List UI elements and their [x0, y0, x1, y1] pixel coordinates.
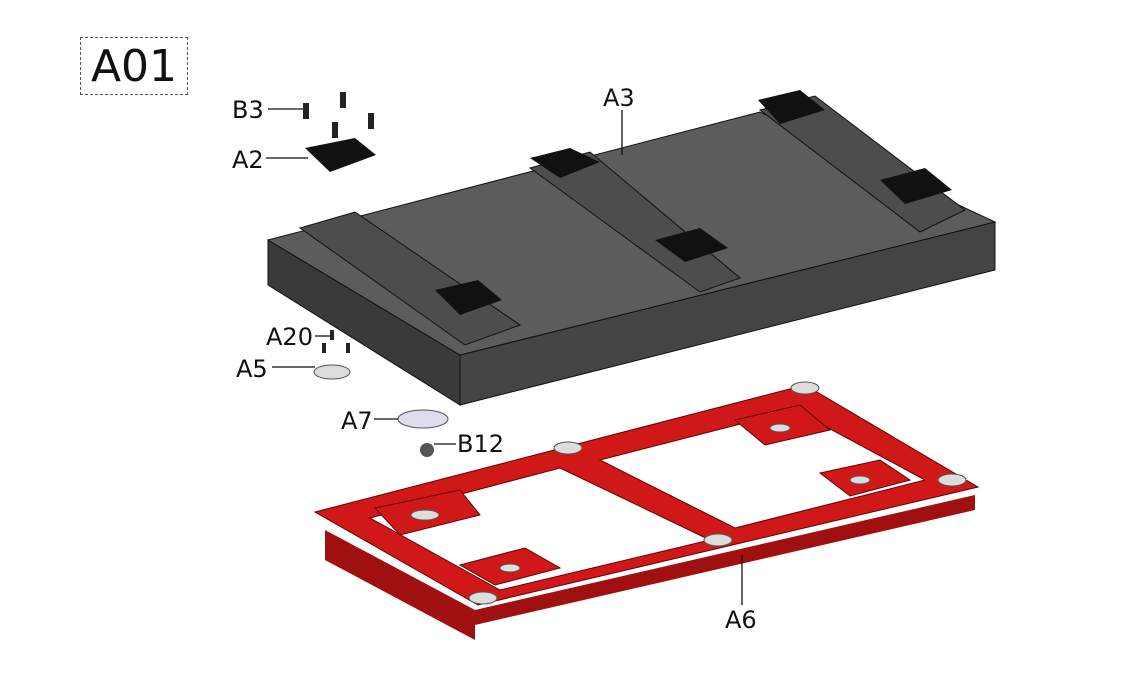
label-a5: A5 [236, 355, 268, 383]
label-a20: A20 [266, 323, 313, 351]
washer-a7 [397, 409, 449, 429]
label-a3: A3 [603, 84, 635, 112]
platform-a3 [266, 90, 997, 406]
frame-a6 [313, 381, 980, 640]
pad-a2 [305, 138, 376, 172]
label-b3: B3 [232, 96, 264, 124]
label-a6: A6 [725, 606, 757, 634]
label-b12: B12 [457, 430, 504, 458]
foot-a5 [313, 364, 351, 380]
label-a2: A2 [232, 146, 264, 174]
label-a7: A7 [341, 407, 373, 435]
nut-b12 [420, 443, 434, 457]
assembly-title: A01 [80, 37, 188, 95]
screws-a20 [322, 330, 350, 353]
bolts-b3 [303, 92, 374, 138]
